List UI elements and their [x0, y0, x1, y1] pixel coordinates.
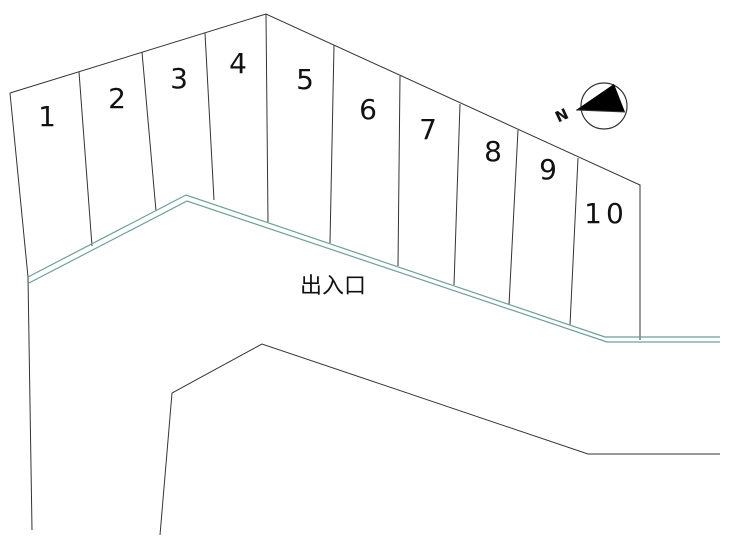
lot-number-6: 6 — [359, 93, 377, 126]
road-edge-outer — [27, 194, 720, 338]
lot-divider — [204, 32, 215, 201]
left-boundary — [9, 92, 33, 531]
lot-number-2: 2 — [108, 82, 126, 115]
north-compass-icon: N — [552, 82, 628, 130]
lot-number-3: 3 — [170, 62, 188, 95]
lot-divider — [508, 129, 519, 306]
lot-number-4: 4 — [229, 47, 247, 80]
road-edge-inner — [28, 200, 720, 343]
lot-number-5: 5 — [296, 63, 314, 96]
lot-number-9: 9 — [539, 153, 557, 186]
lot-divider — [569, 157, 579, 326]
lot-number-10: 10 — [584, 197, 628, 230]
lower-road-boundary — [159, 343, 720, 536]
lot-divider — [78, 71, 93, 247]
lot-divider — [265, 13, 269, 223]
lot-divider — [141, 51, 157, 212]
north-letter: N — [552, 105, 571, 127]
lot-outer-boundary — [9, 13, 641, 340]
lot-divider — [329, 44, 335, 244]
lot-divider — [453, 103, 461, 286]
lot-number-8: 8 — [484, 135, 502, 168]
lot-number-1: 1 — [38, 100, 56, 133]
lot-divider — [397, 75, 401, 267]
lot-number-7: 7 — [419, 113, 437, 146]
entrance-label: 出入口 — [300, 274, 366, 299]
